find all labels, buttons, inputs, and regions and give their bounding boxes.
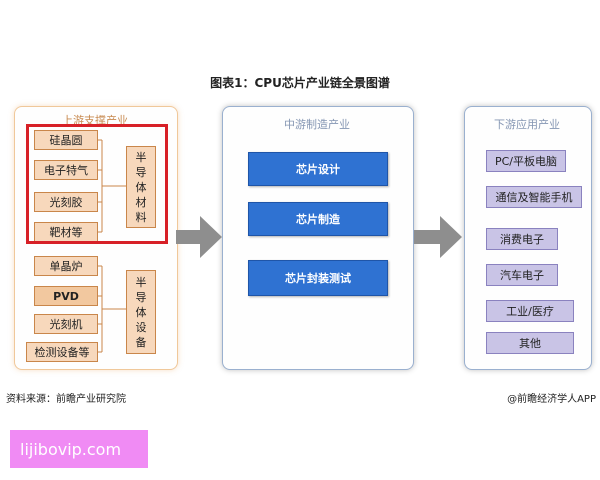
material-item: 光刻胶 [34, 192, 98, 212]
equipment-group-char: 备 [135, 335, 147, 349]
downstream-label: 下游应用产业 [494, 118, 560, 131]
credit-note: @前瞻经济学人APP [507, 394, 596, 405]
material-item: 硅晶圆 [34, 130, 98, 150]
equipment-item: 检测设备等 [26, 342, 98, 362]
materials-group-box: 半 导 体 材 料 [126, 146, 156, 228]
downstream-item: 汽车电子 [486, 264, 558, 286]
downstream-item: 消费电子 [486, 228, 558, 250]
materials-group-char: 半 [135, 150, 147, 164]
downstream-item: 通信及智能手机 [486, 186, 582, 208]
highlight-frame [26, 124, 168, 244]
downstream-item: 工业/医疗 [486, 300, 574, 322]
equipment-group-char: 体 [135, 305, 147, 319]
material-item: 电子特气 [34, 160, 98, 180]
midstream-item: 芯片设计 [248, 152, 388, 186]
midstream-item: 芯片制造 [248, 202, 388, 236]
equipment-group-box: 半 导 体 设 备 [126, 270, 156, 354]
equipment-group-char: 导 [135, 290, 147, 304]
equipment-item: PVD [34, 286, 98, 306]
midstream-item: 芯片封装测试 [248, 260, 388, 296]
arrow-right-icon [176, 216, 222, 258]
source-note: 资料来源：前瞻产业研究院 [6, 394, 126, 405]
chart-title: 图表1：CPU芯片产业链全景图谱 [210, 76, 390, 90]
downstream-item: 其他 [486, 332, 574, 354]
materials-group-char: 体 [135, 180, 147, 194]
midstream-panel [222, 106, 414, 370]
arrow-right-icon [414, 216, 462, 258]
equipment-item: 单晶炉 [34, 256, 98, 276]
upstream-label: 上游支撑产业 [62, 114, 128, 127]
equipment-group-char: 半 [135, 275, 147, 289]
watermark-banner: lijibovip.com [10, 430, 148, 468]
materials-group-char: 导 [135, 165, 147, 179]
materials-group-char: 材 [135, 195, 147, 209]
midstream-label: 中游制造产业 [284, 118, 350, 131]
upstream-connectors [98, 139, 126, 353]
equipment-item: 光刻机 [34, 314, 98, 334]
downstream-item: PC/平板电脑 [486, 150, 566, 172]
materials-group-char: 料 [135, 210, 147, 224]
equipment-group-char: 设 [135, 320, 147, 334]
